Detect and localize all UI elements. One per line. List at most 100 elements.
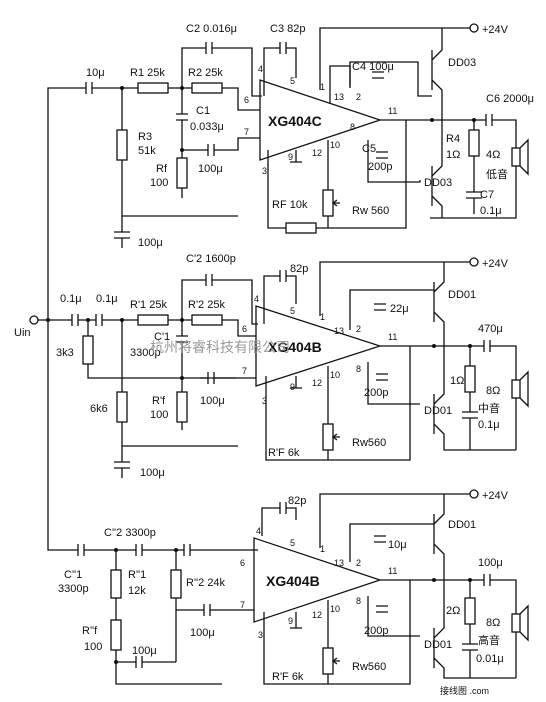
mid-rf-label: R'f [152, 395, 166, 407]
bass-rf-label: Rf [156, 163, 168, 175]
mid-channel: 0.1μ 0.1μ 3k3 6k6 100μ R'1 25k R'2 25k C… [56, 253, 529, 479]
bass-c3-label: C3 82p [270, 23, 305, 35]
svg-text:5: 5 [290, 76, 295, 86]
bass-r2-label: R2 25k [188, 67, 223, 79]
svg-text:4: 4 [258, 64, 263, 74]
treble-c1-value: 3300p [58, 583, 89, 595]
mid-c1-label: C'1 [154, 331, 170, 343]
mid-rw [322, 423, 334, 451]
svg-text:12: 12 [312, 610, 322, 620]
mid-rw-label: Rw560 [352, 437, 386, 449]
mid-speaker-name: 中音 [478, 401, 500, 415]
mid-c7-label: 0.1μ [478, 419, 500, 431]
svg-text:2: 2 [356, 92, 361, 102]
treble-r1 [110, 569, 122, 599]
input-label: Uin [14, 327, 31, 339]
mid-c5-label: 200p [364, 387, 388, 399]
bass-r2 [191, 82, 223, 94]
mid-cout-label: 470μ [478, 323, 503, 335]
mid-c2-label: C'2 1600p [186, 253, 236, 265]
treble-channel: C''1 3300p C''2 3300p R''1 12k R''f 100 … [58, 489, 529, 685]
mid-r4 [464, 365, 476, 393]
treble-rw-label: Rw560 [352, 661, 386, 673]
svg-text:12: 12 [312, 378, 322, 388]
svg-text:8: 8 [356, 596, 361, 606]
svg-text:10: 10 [330, 604, 340, 614]
treble-r1-value: 12k [128, 585, 146, 597]
bass-r3-label: R3 [138, 131, 152, 143]
bass-c4-label: C4 100μ [352, 61, 394, 73]
treble-speaker-ohm: 8Ω [486, 617, 500, 629]
svg-text:11: 11 [388, 332, 397, 342]
svg-text:4: 4 [254, 294, 259, 304]
treble-c5-label: 200p [364, 625, 388, 637]
bass-rf [176, 157, 188, 189]
treble-rw [322, 647, 334, 675]
svg-text:2: 2 [356, 324, 361, 334]
svg-text:6: 6 [244, 95, 249, 105]
svg-text:13: 13 [334, 92, 344, 102]
svg-text:11: 11 [388, 566, 397, 576]
svg-text:3: 3 [262, 166, 267, 176]
bass-speaker-name: 低音 [486, 167, 508, 181]
svg-text:5: 5 [290, 306, 295, 316]
bass-r4 [468, 129, 480, 157]
mid-r2-label: R'2 25k [188, 299, 225, 311]
mid-speaker-ohm: 8Ω [486, 385, 500, 397]
bass-r4-value: 1Ω [446, 149, 460, 161]
bass-r1 [137, 82, 169, 94]
svg-text:1: 1 [320, 82, 325, 92]
svg-text:8: 8 [350, 122, 355, 132]
input-terminal [29, 315, 39, 325]
bass-c5-value: 200p [368, 161, 392, 173]
mid-q-bot-label: DD01 [424, 405, 452, 417]
svg-text:1: 1 [320, 312, 325, 322]
mid-q-top-label: DD01 [448, 289, 476, 301]
svg-text:12: 12 [312, 148, 322, 158]
treble-c2-label: C''2 3300p [104, 527, 156, 539]
mid-c1-value: 3300p [130, 347, 161, 359]
svg-text:13: 13 [334, 558, 344, 568]
svg-text:1: 1 [320, 544, 325, 554]
mid-rf [176, 391, 188, 423]
bass-amp [259, 79, 383, 161]
bass-c1-value: 0.033μ [190, 121, 224, 133]
mid-cfb-label: 100μ [200, 395, 225, 407]
treble-rf-value: 100 [84, 641, 102, 653]
bass-c7-value: 0.1μ [480, 205, 502, 217]
input-section: Uin [14, 87, 86, 551]
mid-r2 [191, 314, 223, 326]
bass-rw-label: Rw 560 [352, 205, 389, 217]
svg-text:9: 9 [288, 616, 293, 626]
svg-text:6: 6 [240, 558, 245, 568]
bass-c1-label: C1 [196, 105, 210, 117]
svg-text:6: 6 [242, 324, 247, 334]
svg-text:9: 9 [290, 382, 295, 392]
footer-brand: 接线图 .com [440, 685, 489, 696]
mid-c3-label: 82p [290, 263, 308, 275]
svg-text:4: 4 [256, 526, 261, 536]
bass-rw [322, 189, 334, 217]
bass-cgnd-label: 100μ [138, 237, 163, 249]
svg-text:10: 10 [330, 370, 340, 380]
bass-cfb-label: 100μ [198, 163, 223, 175]
bass-rf-value: 100 [150, 177, 168, 189]
mid-r-input [82, 335, 94, 365]
mid-cgnd-label: 100μ [140, 467, 165, 479]
treble-r4-label: 2Ω [446, 605, 460, 617]
svg-text:11: 11 [388, 106, 397, 116]
mid-r-div [116, 391, 128, 423]
mid-rf-value: 100 [150, 409, 168, 421]
treble-cout-label: 100μ [478, 557, 503, 569]
svg-text:9: 9 [288, 152, 293, 162]
treble-c4-label: 10μ [388, 539, 407, 551]
mid-cin1-label: 0.1μ [60, 293, 82, 305]
mid-rfb-label: R'F 6k [268, 447, 300, 459]
mid-r1-label: R'1 25k [130, 299, 167, 311]
treble-c1-label: C''1 [64, 569, 82, 581]
mid-cin2-label: 0.1μ [96, 293, 118, 305]
treble-r2 [170, 569, 182, 599]
svg-text:2: 2 [356, 558, 361, 568]
bass-c5-label: C5 [362, 143, 376, 155]
mid-speaker-icon [511, 379, 521, 399]
